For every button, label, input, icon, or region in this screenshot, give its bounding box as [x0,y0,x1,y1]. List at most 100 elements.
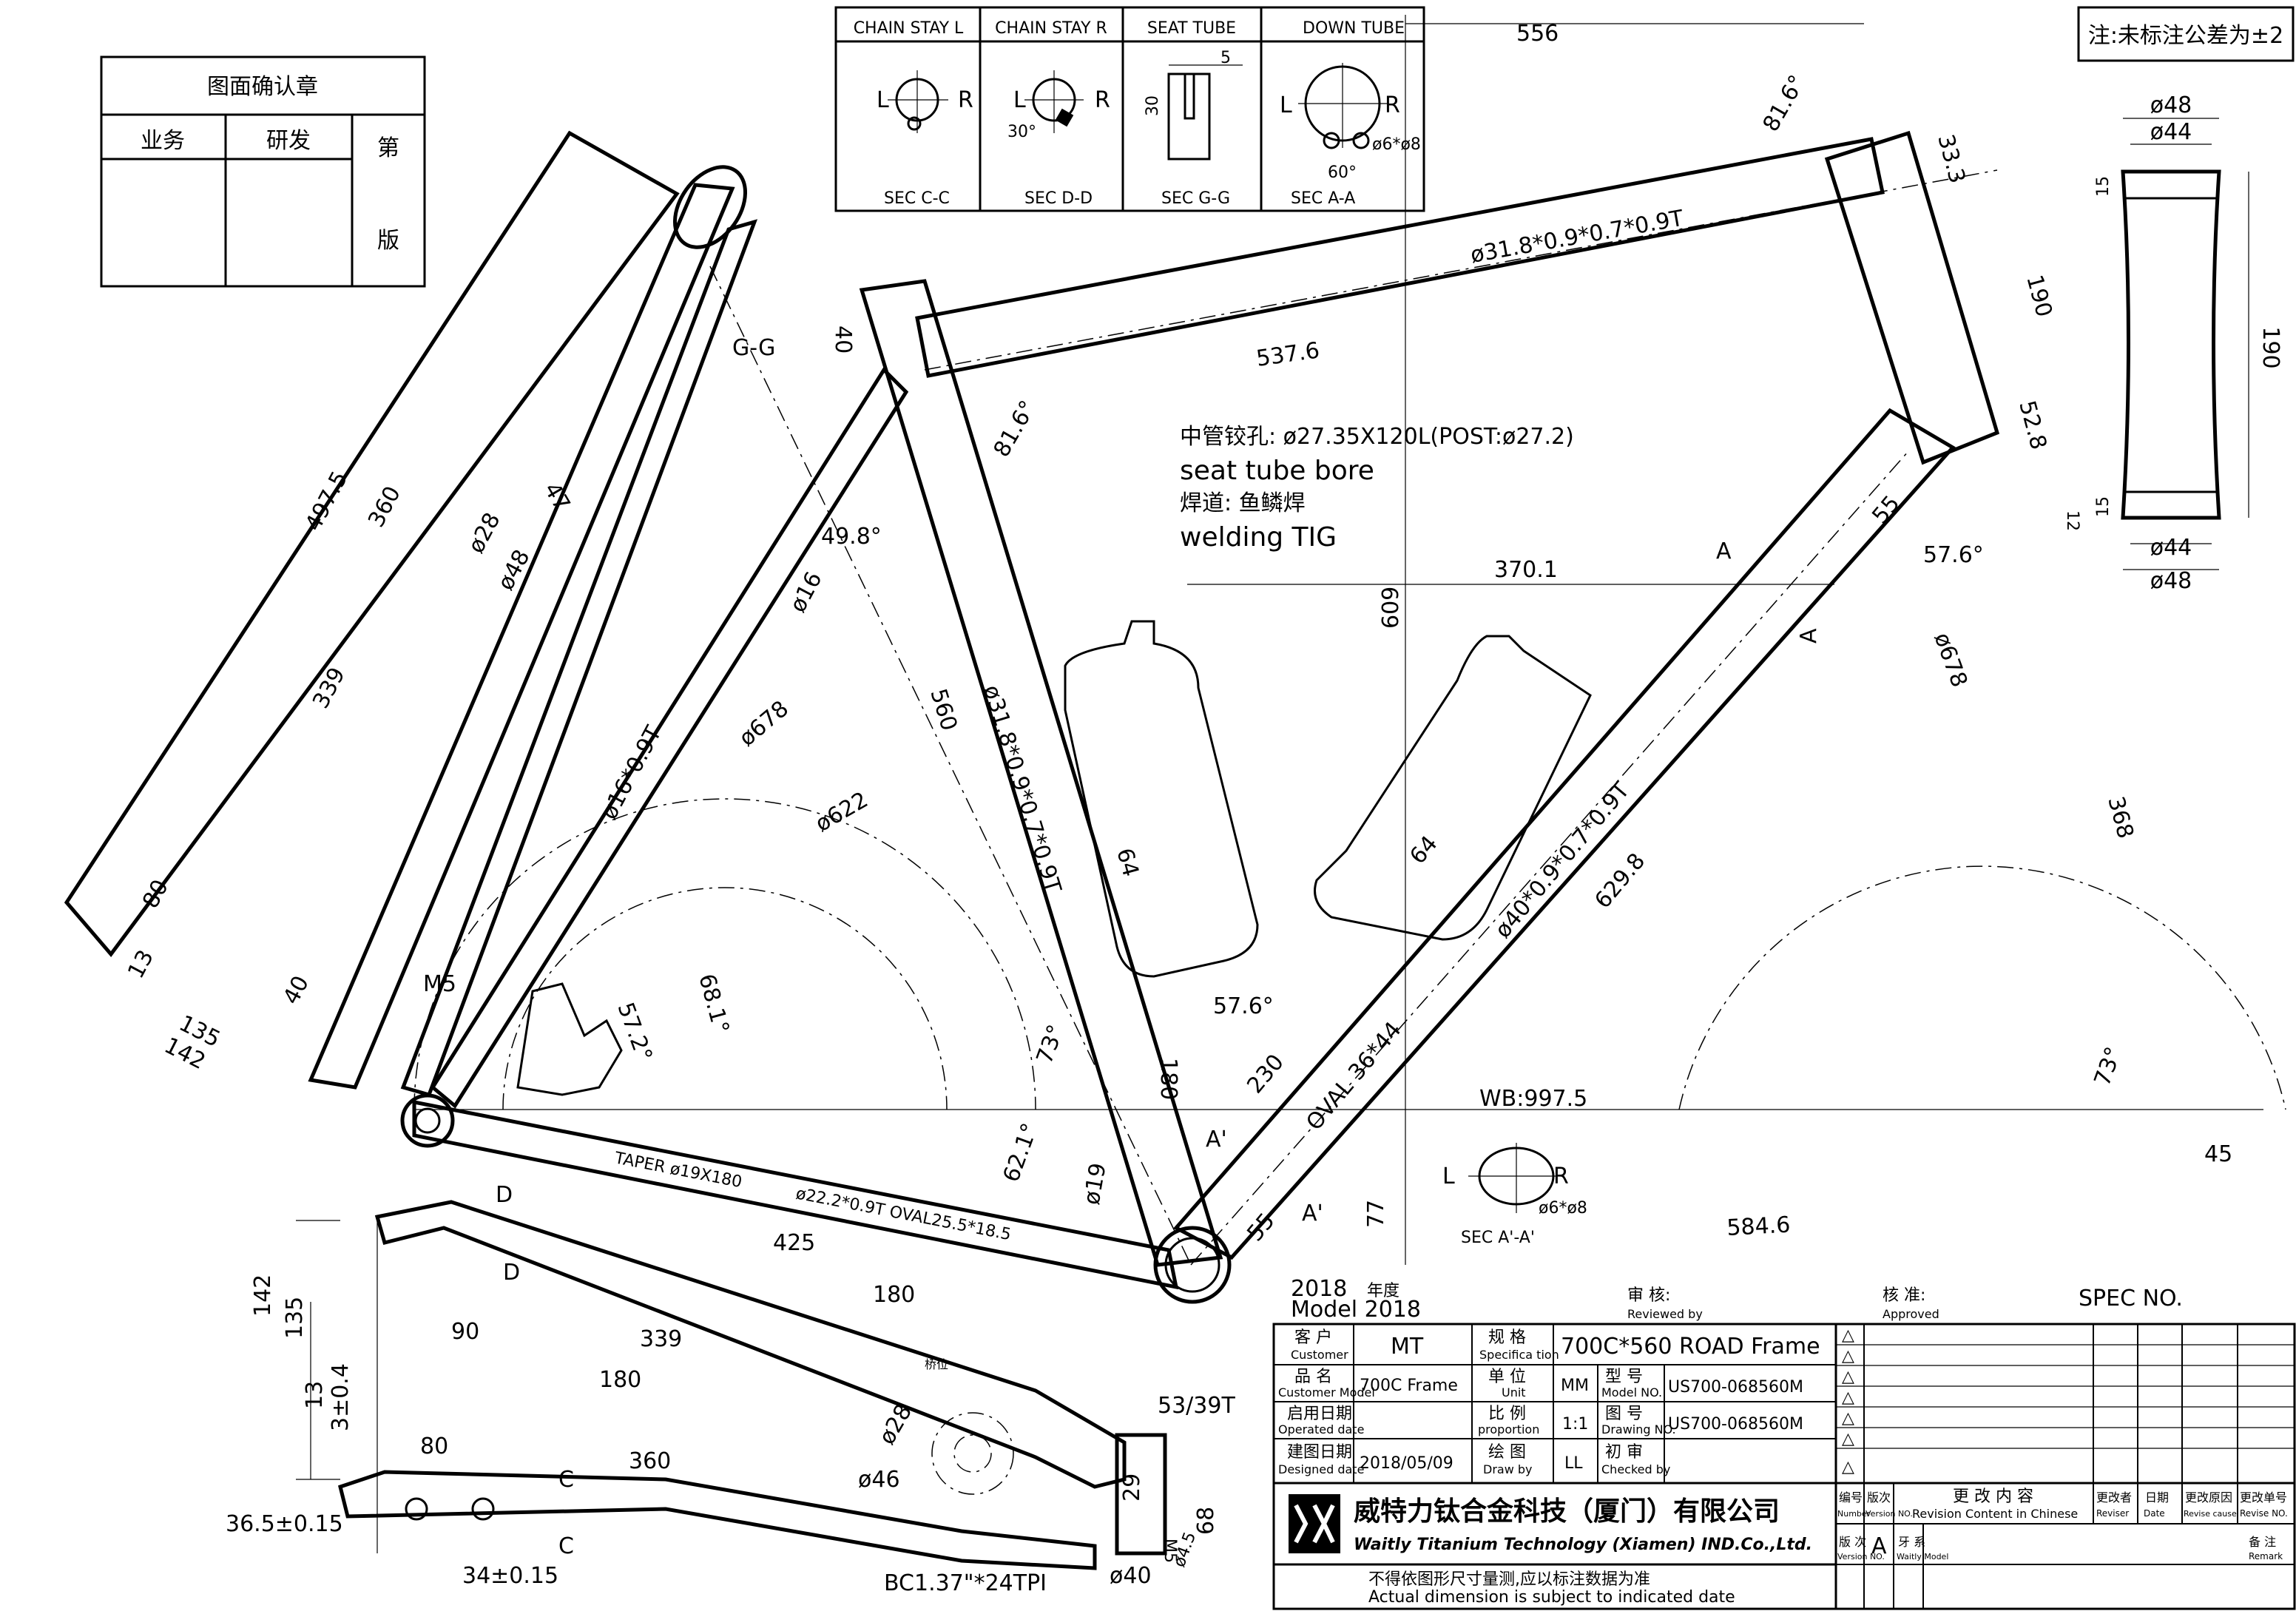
dim-ht-angle: 81.6° [1758,71,1811,136]
dim-49-8: 49.8° [821,524,882,550]
dim-57-6-top: 57.6° [1923,542,1984,568]
tb-customer-value: MT [1391,1334,1424,1360]
seat-stay-bridge-top [672,165,748,249]
chainstay-top-view-lower [338,1470,1097,1570]
dim-view-34: 34±0.15 [462,1563,558,1589]
tb-unit-en: Unit [1502,1385,1526,1399]
sec-cc-caption: SEC C-C [884,189,950,208]
rev-head-no-en: Revise NO. [2240,1508,2288,1519]
dim-view-40: ø40 [1110,1563,1152,1589]
section-header-down-tube: DOWN TUBE [1303,19,1405,38]
note-weld-en: welding TIG [1180,522,1337,553]
ht-profile-d48-top: ø48 [2150,92,2192,118]
seat-tube [859,279,1223,1267]
approval-title: 图面确认章 [207,74,318,100]
tb-company-en: Waitly Titanium Technology (Xiamen) IND.… [1354,1536,1812,1554]
tb-unit-cn: 单 位 [1488,1368,1526,1386]
tb-customer-cn: 客 户 [1294,1328,1332,1347]
tb-modelno-value: US700-068560M [1668,1378,1803,1397]
sec-gg-slot: 5 [1220,49,1231,67]
dim-view-80: 80 [420,1434,448,1459]
tb-drawby-cn: 绘 图 [1488,1443,1526,1462]
sec-dd-angle: 30° [1007,123,1036,141]
note-seat-bore-cn: 中管铰孔: ø27.35X120L(POST:ø27.2) [1180,424,1574,450]
dim-view-135: 135 [282,1297,308,1339]
dim-bb-19: ø19 [1078,1161,1111,1207]
tb-year-cn: 年度 [1367,1282,1399,1300]
sec-dd-right: R [1095,87,1110,113]
tb-footnote-en: Actual dimension is subject to indicated… [1368,1588,1735,1607]
rev-head-version: 版次 [1867,1490,1891,1505]
tolerance-note-text: 注:未标注公差为±2 [2088,23,2283,49]
tb-customer-en: Customer [1291,1348,1348,1362]
company-logo [1289,1494,1340,1553]
dim-view-36-5: 36.5±0.15 [226,1511,343,1537]
rear-dropout [400,1093,455,1148]
dim-64-bottle-a: 64 [1111,845,1144,879]
rev-head-reviser-en: Reviser [2096,1508,2129,1519]
bottom-bracket [1153,1226,1232,1304]
label-a-top: A [1716,538,1732,564]
tb-operated-en: Operated date [1278,1422,1364,1436]
bb-shell-circle [931,1412,1014,1495]
tb-year: 2018 [1291,1276,1347,1302]
sec-cc-left: L [877,87,889,113]
dim-drop-40: 40 [278,972,314,1009]
dim-497-5: 497.5 [300,467,353,535]
dim-view-339: 339 [640,1326,682,1352]
tb-version-en: Version NO. [1837,1552,1885,1561]
tb-modelno-cn: 型 号 [1605,1368,1643,1386]
tb-designed-value: 2018/05/09 [1360,1454,1453,1473]
dim-629-8: 629.8 [1590,848,1650,914]
approval-col-edition-b: 版 [377,228,399,254]
tb-proportion-value: 1:1 [1562,1415,1588,1434]
title-block: 2018 年度 Model 2018 审 核: Reviewed by 核 准:… [1272,1276,2296,1610]
rev-head-content-en: Revision Content in Chinese [1912,1507,2078,1521]
tb-spec-value: 700C*560 ROAD Frame [1561,1334,1820,1360]
tb-checked-cn: 初 审 [1605,1443,1643,1462]
dim-40-st: 40 [830,325,856,354]
dim-view-90: 90 [451,1319,479,1345]
dim-64-bottle-b: 64 [1405,831,1442,869]
tb-company-cn: 威特力钛合金科技（厦门）有限公司 [1354,1496,1780,1527]
tb-model-cn: 品 名 [1294,1368,1332,1386]
approval-col-edition: 第 [377,135,399,161]
dim-view-m5: M5 [1161,1539,1179,1563]
dim-584-6: 584.6 [1726,1212,1792,1241]
dim-view-360: 360 [629,1448,671,1474]
dim-62-1: 62.1° [999,1120,1044,1186]
label-a2-left: A' [1206,1127,1227,1152]
head-tube-profile: ø48 ø44 ø44 ø48 190 15 15 [2094,92,2283,594]
dim-190: 190 [2021,272,2057,320]
dim-370-1: 370.1 [1494,557,1558,583]
label-d-bottom: D [503,1260,520,1286]
head-tube [1824,130,2000,465]
rev-triangle-6: △ [1842,1430,1854,1448]
section-header-cs-l: CHAIN STAY L [854,19,964,38]
sec-a2-left: L [1442,1164,1455,1189]
tb-designed-cn: 建图日期 [1287,1443,1352,1462]
tb-model-value: 700C Frame [1360,1377,1458,1395]
ht-profile-d44-bot: ø44 [2150,535,2192,561]
dim-view-142: 142 [250,1274,276,1317]
tb-drawno-en: Drawing NO. [1601,1422,1676,1436]
dim-chainring: 53/39T [1158,1393,1235,1419]
tb-proportion-cn: 比 例 [1488,1405,1526,1423]
section-header-seat-tube: SEAT TUBE [1147,19,1236,38]
rev-triangle-2: △ [1842,1347,1854,1365]
dim-bb-thread: BC1.37"*24TPI [884,1570,1047,1596]
ht-profile-end-bot: 15 [2094,496,2113,517]
dim-drop-13: 13 [123,946,159,983]
ht-profile-length: 190 [2258,326,2283,368]
label-g-g: G-G [732,335,775,361]
chainstay-top-view-upper [374,1200,1127,1489]
sec-aa-caption: SEC A-A [1291,189,1355,208]
approval-col-rd: 研发 [266,128,311,154]
tb-remark-cn: 备 注 [2249,1535,2276,1549]
rev-head-content: 更 改 内 容 [1953,1488,2033,1506]
rev-triangle-7: △ [1842,1458,1854,1476]
ht-profile-end-top: 15 [2094,176,2113,197]
dim-230: 230 [1242,1050,1289,1098]
